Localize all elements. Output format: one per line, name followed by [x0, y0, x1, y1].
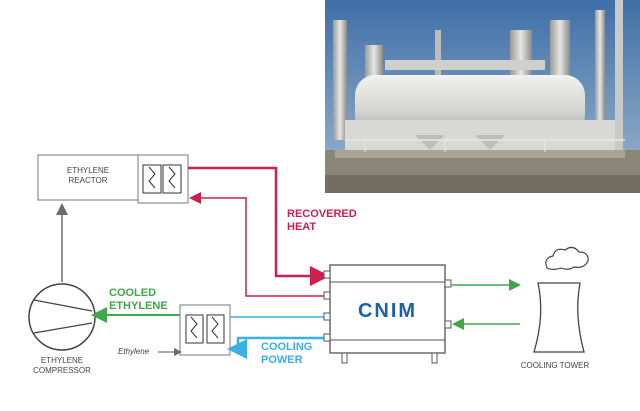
ethylene-input-label: Ethylene [118, 347, 150, 356]
cooled-ethylene-line2: ETHYLENE [109, 300, 168, 312]
recovered-heat-return-line [189, 192, 325, 297]
compressor-label-line2: COMPRESSOR [33, 366, 91, 375]
photo-scene [325, 0, 640, 193]
recovered-heat-supply-line [188, 166, 330, 286]
cnim-unit-icon [323, 264, 452, 364]
heat-exchanger-icon [179, 304, 231, 356]
cooling-power-line2: POWER [261, 354, 303, 366]
cooling-power-label: COOLING POWER [261, 341, 312, 367]
ethylene-compressor-label: ETHYLENE COMPRESSOR [22, 356, 102, 376]
recovered-heat-label: RECOVERED HEAT [287, 208, 357, 234]
compressor-icon [28, 283, 96, 351]
industrial-photo [325, 0, 640, 193]
reactor-label-line1: ETHYLENE [66, 166, 110, 175]
heat-exchanger-icon [137, 154, 189, 204]
cnim-logo: CNIM [357, 300, 418, 322]
compressor-label-line1: ETHYLENE [40, 356, 84, 365]
recovered-heat-line1: RECOVERED [287, 208, 357, 220]
cooling-tower-label: COOLING TOWER [520, 361, 590, 370]
cooled-ethylene-line1: COOLED [109, 287, 157, 299]
cooling-tower-icon [533, 246, 589, 353]
cooling-power-line1: COOLING [261, 341, 313, 353]
cooling-power-line [227, 336, 325, 359]
reactor-label-line2: REACTOR [68, 176, 108, 185]
recovered-heat-line2: HEAT [287, 221, 317, 233]
cooled-ethylene-label: COOLED ETHYLENE [109, 287, 168, 313]
ethylene-reactor-box [37, 154, 139, 201]
ethylene-reactor-label: ETHYLENE REACTOR [48, 166, 128, 186]
